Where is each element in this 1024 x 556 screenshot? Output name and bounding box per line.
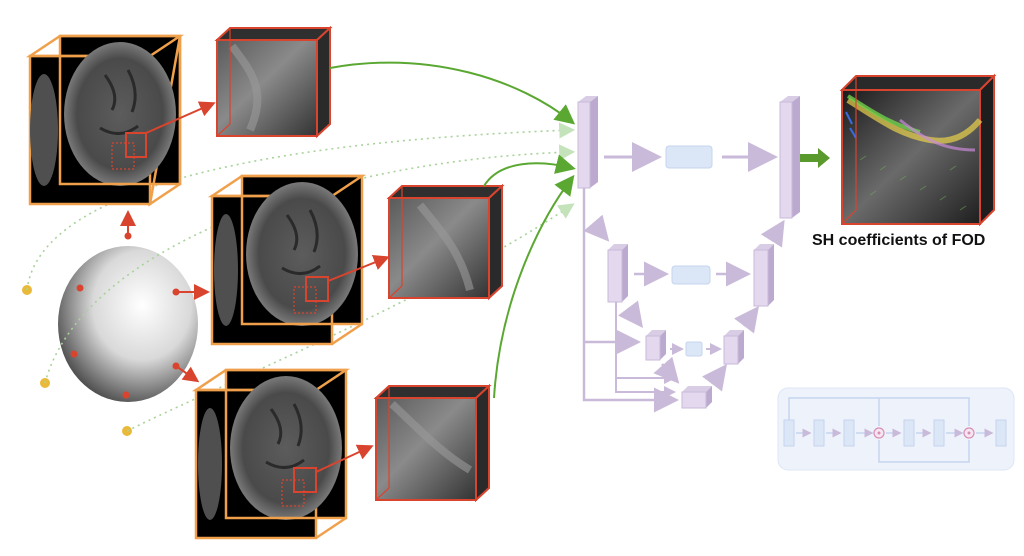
brain-volume-2 xyxy=(212,176,386,344)
residual-block-inset xyxy=(778,388,1014,470)
patch-2 xyxy=(389,186,502,298)
output-arrow xyxy=(800,148,830,168)
fod-output-patch xyxy=(842,76,994,224)
gradient-sphere xyxy=(58,214,206,402)
patch-3 xyxy=(376,386,489,500)
brain-volume-3 xyxy=(196,370,370,538)
output-label: SH coefficients of FOD xyxy=(812,232,1022,250)
patch-1 xyxy=(217,28,330,136)
brain-volume-1 xyxy=(30,36,212,204)
unet-network xyxy=(578,96,800,408)
